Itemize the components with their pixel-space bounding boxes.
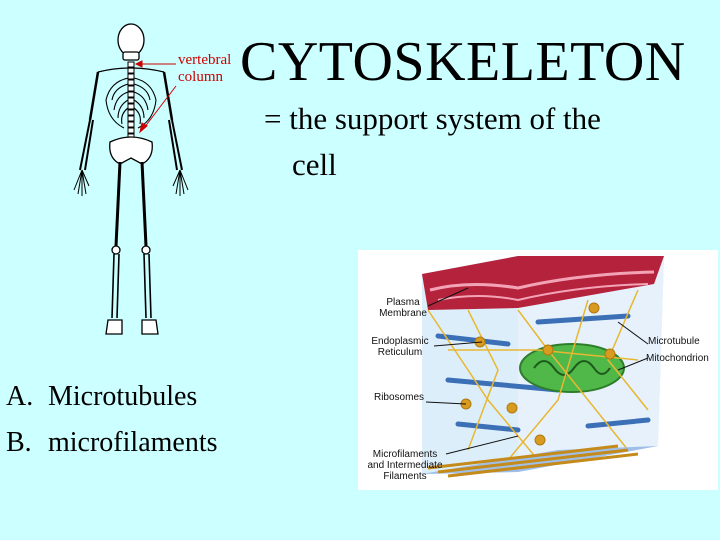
cytoskeleton-diagram xyxy=(358,250,718,490)
label-line-1: vertebral xyxy=(178,52,232,68)
diagram-label-microtubule: Microtubule xyxy=(648,336,716,347)
list-item: A. Microtubules xyxy=(6,374,218,420)
vertebral-column-label: vertebral column xyxy=(178,52,231,86)
list-text: Microtubules xyxy=(48,381,198,412)
label-line: Plasma xyxy=(386,297,420,308)
label-line: Reticulum xyxy=(377,347,423,358)
subtitle-line-2: cell xyxy=(292,147,337,182)
label-line-2: column xyxy=(178,69,223,85)
list-text: microfilaments xyxy=(48,427,218,458)
slide-subtitle: = the support system of the cell xyxy=(264,96,704,188)
list-item: B. microfilaments xyxy=(6,420,218,466)
label-line: Filaments xyxy=(383,471,427,482)
diagram-label-ribosomes: Ribosomes xyxy=(366,392,432,403)
list-marker: B. xyxy=(6,427,32,458)
label-line: Membrane xyxy=(379,308,427,319)
label-line: Microtubule xyxy=(648,336,700,347)
slide-title: CYTOSKELETON xyxy=(240,31,686,93)
subtitle-line-1: = the support system of the xyxy=(264,101,601,136)
list-marker: A. xyxy=(6,381,34,412)
content-list: A. Microtubules B. microfilaments xyxy=(6,374,218,466)
diagram-label-microfilaments: Microfilaments and Intermediate Filament… xyxy=(362,449,448,482)
label-line: Ribosomes xyxy=(373,392,425,403)
human-skeleton-illustration xyxy=(73,23,189,335)
label-line: Mitochondrion xyxy=(646,353,709,364)
label-line: and Intermediate xyxy=(367,460,443,471)
label-line: Microfilaments xyxy=(372,449,438,460)
label-line: Endoplasmic xyxy=(371,336,429,347)
diagram-label-mitochondrion: Mitochondrion xyxy=(646,353,718,364)
diagram-label-plasma-membrane: Plasma Membrane xyxy=(372,297,434,319)
diagram-label-er: Endoplasmic Reticulum xyxy=(366,336,434,358)
